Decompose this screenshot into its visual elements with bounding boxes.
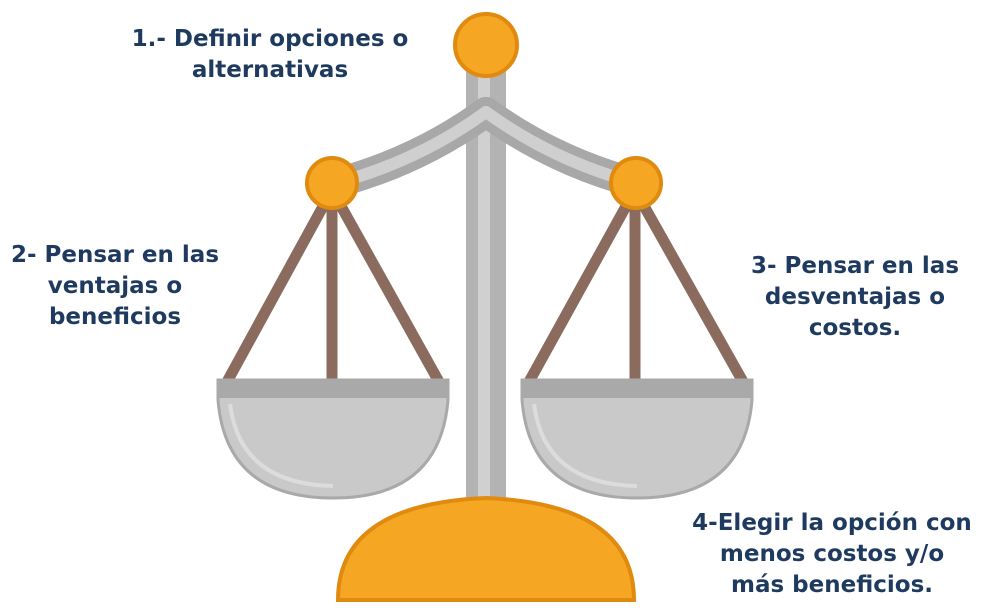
right-ropes: [524, 184, 748, 386]
scale-base: [335, 495, 637, 602]
step-4-line-1: 4-Elegir la opción con: [692, 510, 972, 536]
scale-pole: [466, 70, 506, 510]
step-3-line-1: 3- Pensar en las: [750, 253, 960, 279]
step-1-line-1: 1.- Definir opciones o: [131, 26, 409, 52]
step-3-line-3: costos.: [808, 315, 902, 341]
left-joint-knob: [305, 156, 359, 210]
left-pan: [216, 378, 450, 500]
right-joint-knob: [609, 156, 663, 210]
top-knob: [453, 12, 519, 78]
step-2-line-1: 2- Pensar en las: [10, 242, 220, 268]
step-3-line-2: desventajas o: [764, 284, 946, 310]
left-ropes: [222, 184, 444, 386]
right-pan: [520, 378, 754, 500]
step-4-line-2: menos costos y/o: [719, 541, 945, 567]
step-2-line-2: ventajas o: [47, 273, 183, 299]
step-4-label: 4-Elegir la opción con menos costos y/o …: [680, 508, 984, 601]
step-4-line-3: más beneficios.: [730, 572, 933, 598]
step-1-line-2: alternativas: [191, 57, 349, 83]
step-1-label: 1.- Definir opciones o alternativas: [120, 24, 420, 86]
step-3-label: 3- Pensar en las desventajas o costos.: [735, 251, 975, 344]
step-2-label: 2- Pensar en las ventajas o beneficios: [5, 240, 225, 333]
step-2-line-3: beneficios: [48, 304, 182, 330]
